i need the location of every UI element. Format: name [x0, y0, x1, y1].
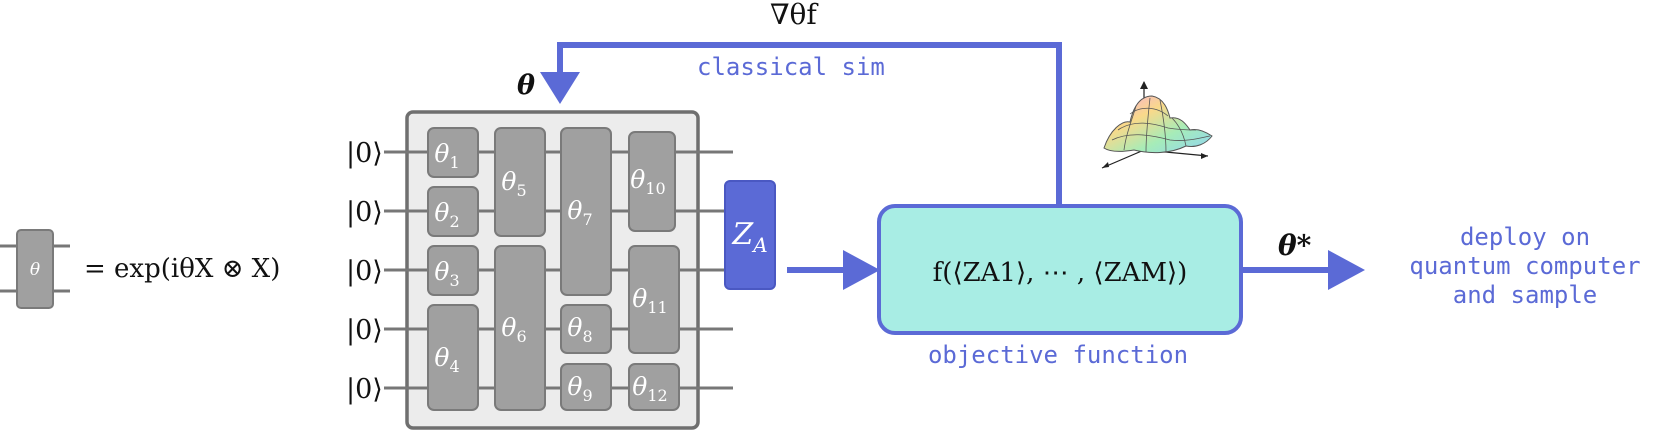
gate-theta-10: [628, 131, 676, 232]
deploy-line: quantum computer: [1409, 252, 1640, 280]
ket-label: |0⟩: [346, 256, 383, 287]
gate-label: θ7: [567, 196, 592, 229]
objective-formula: f(⟨ZA1⟩, ⋯ , ⟨ZAM⟩): [933, 258, 1188, 288]
optimum-label: θ*: [1278, 229, 1312, 262]
gate-label: θ1: [434, 139, 459, 172]
gate-theta-8: [560, 304, 612, 354]
gate-label: θ12: [632, 372, 667, 405]
gate-label: θ4: [434, 343, 459, 376]
theta-param-label: θ: [517, 70, 535, 101]
gate-label: θ3: [434, 257, 459, 290]
ket-label: |0⟩: [346, 374, 383, 405]
deploy-line: deploy on: [1460, 223, 1590, 251]
gate-theta-12: [628, 363, 680, 411]
ket-label: |0⟩: [346, 138, 383, 169]
ket-label: |0⟩: [346, 197, 383, 228]
gate-label: θ2: [434, 198, 459, 231]
feedback-loop-arrow: [540, 42, 1062, 205]
gate-label: θ10: [630, 165, 665, 198]
legend-equation: = exp(iθX ⊗ X): [84, 254, 280, 284]
gradient-label: ∇θf: [770, 0, 819, 31]
objective-caption: objective function: [928, 341, 1188, 369]
legend-gate-label: θ: [30, 260, 40, 280]
classical-sim-label: classical sim: [697, 53, 885, 81]
gate-theta-6: [494, 245, 546, 411]
ket-label: |0⟩: [346, 315, 383, 346]
gate-label: θ9: [567, 372, 592, 405]
gate-theta-2: [427, 186, 479, 237]
gate-theta-4: [427, 304, 479, 411]
gate-theta-3: [427, 245, 479, 296]
objective-to-deploy-arrow: [1243, 250, 1365, 290]
measurement-label: ZA: [731, 217, 767, 257]
circuit-to-objective-arrow: [787, 250, 880, 290]
gate-theta-11: [628, 245, 680, 354]
surface-plot-icon: [1101, 81, 1213, 169]
gate-label: θ11: [632, 284, 667, 317]
gate-theta-5: [494, 127, 546, 237]
gate-label: θ5: [501, 167, 526, 200]
measurement-block: ZA: [724, 180, 776, 290]
gate-theta-1: [427, 127, 479, 178]
deploy-line: and sample: [1453, 281, 1598, 309]
gate-theta-7: [560, 127, 612, 296]
objective-box: [877, 204, 1243, 335]
gate-theta-9: [560, 363, 612, 411]
gate-label: θ8: [567, 313, 592, 346]
legend-gate: θ: [0, 229, 70, 309]
gate-label: θ6: [501, 313, 526, 346]
